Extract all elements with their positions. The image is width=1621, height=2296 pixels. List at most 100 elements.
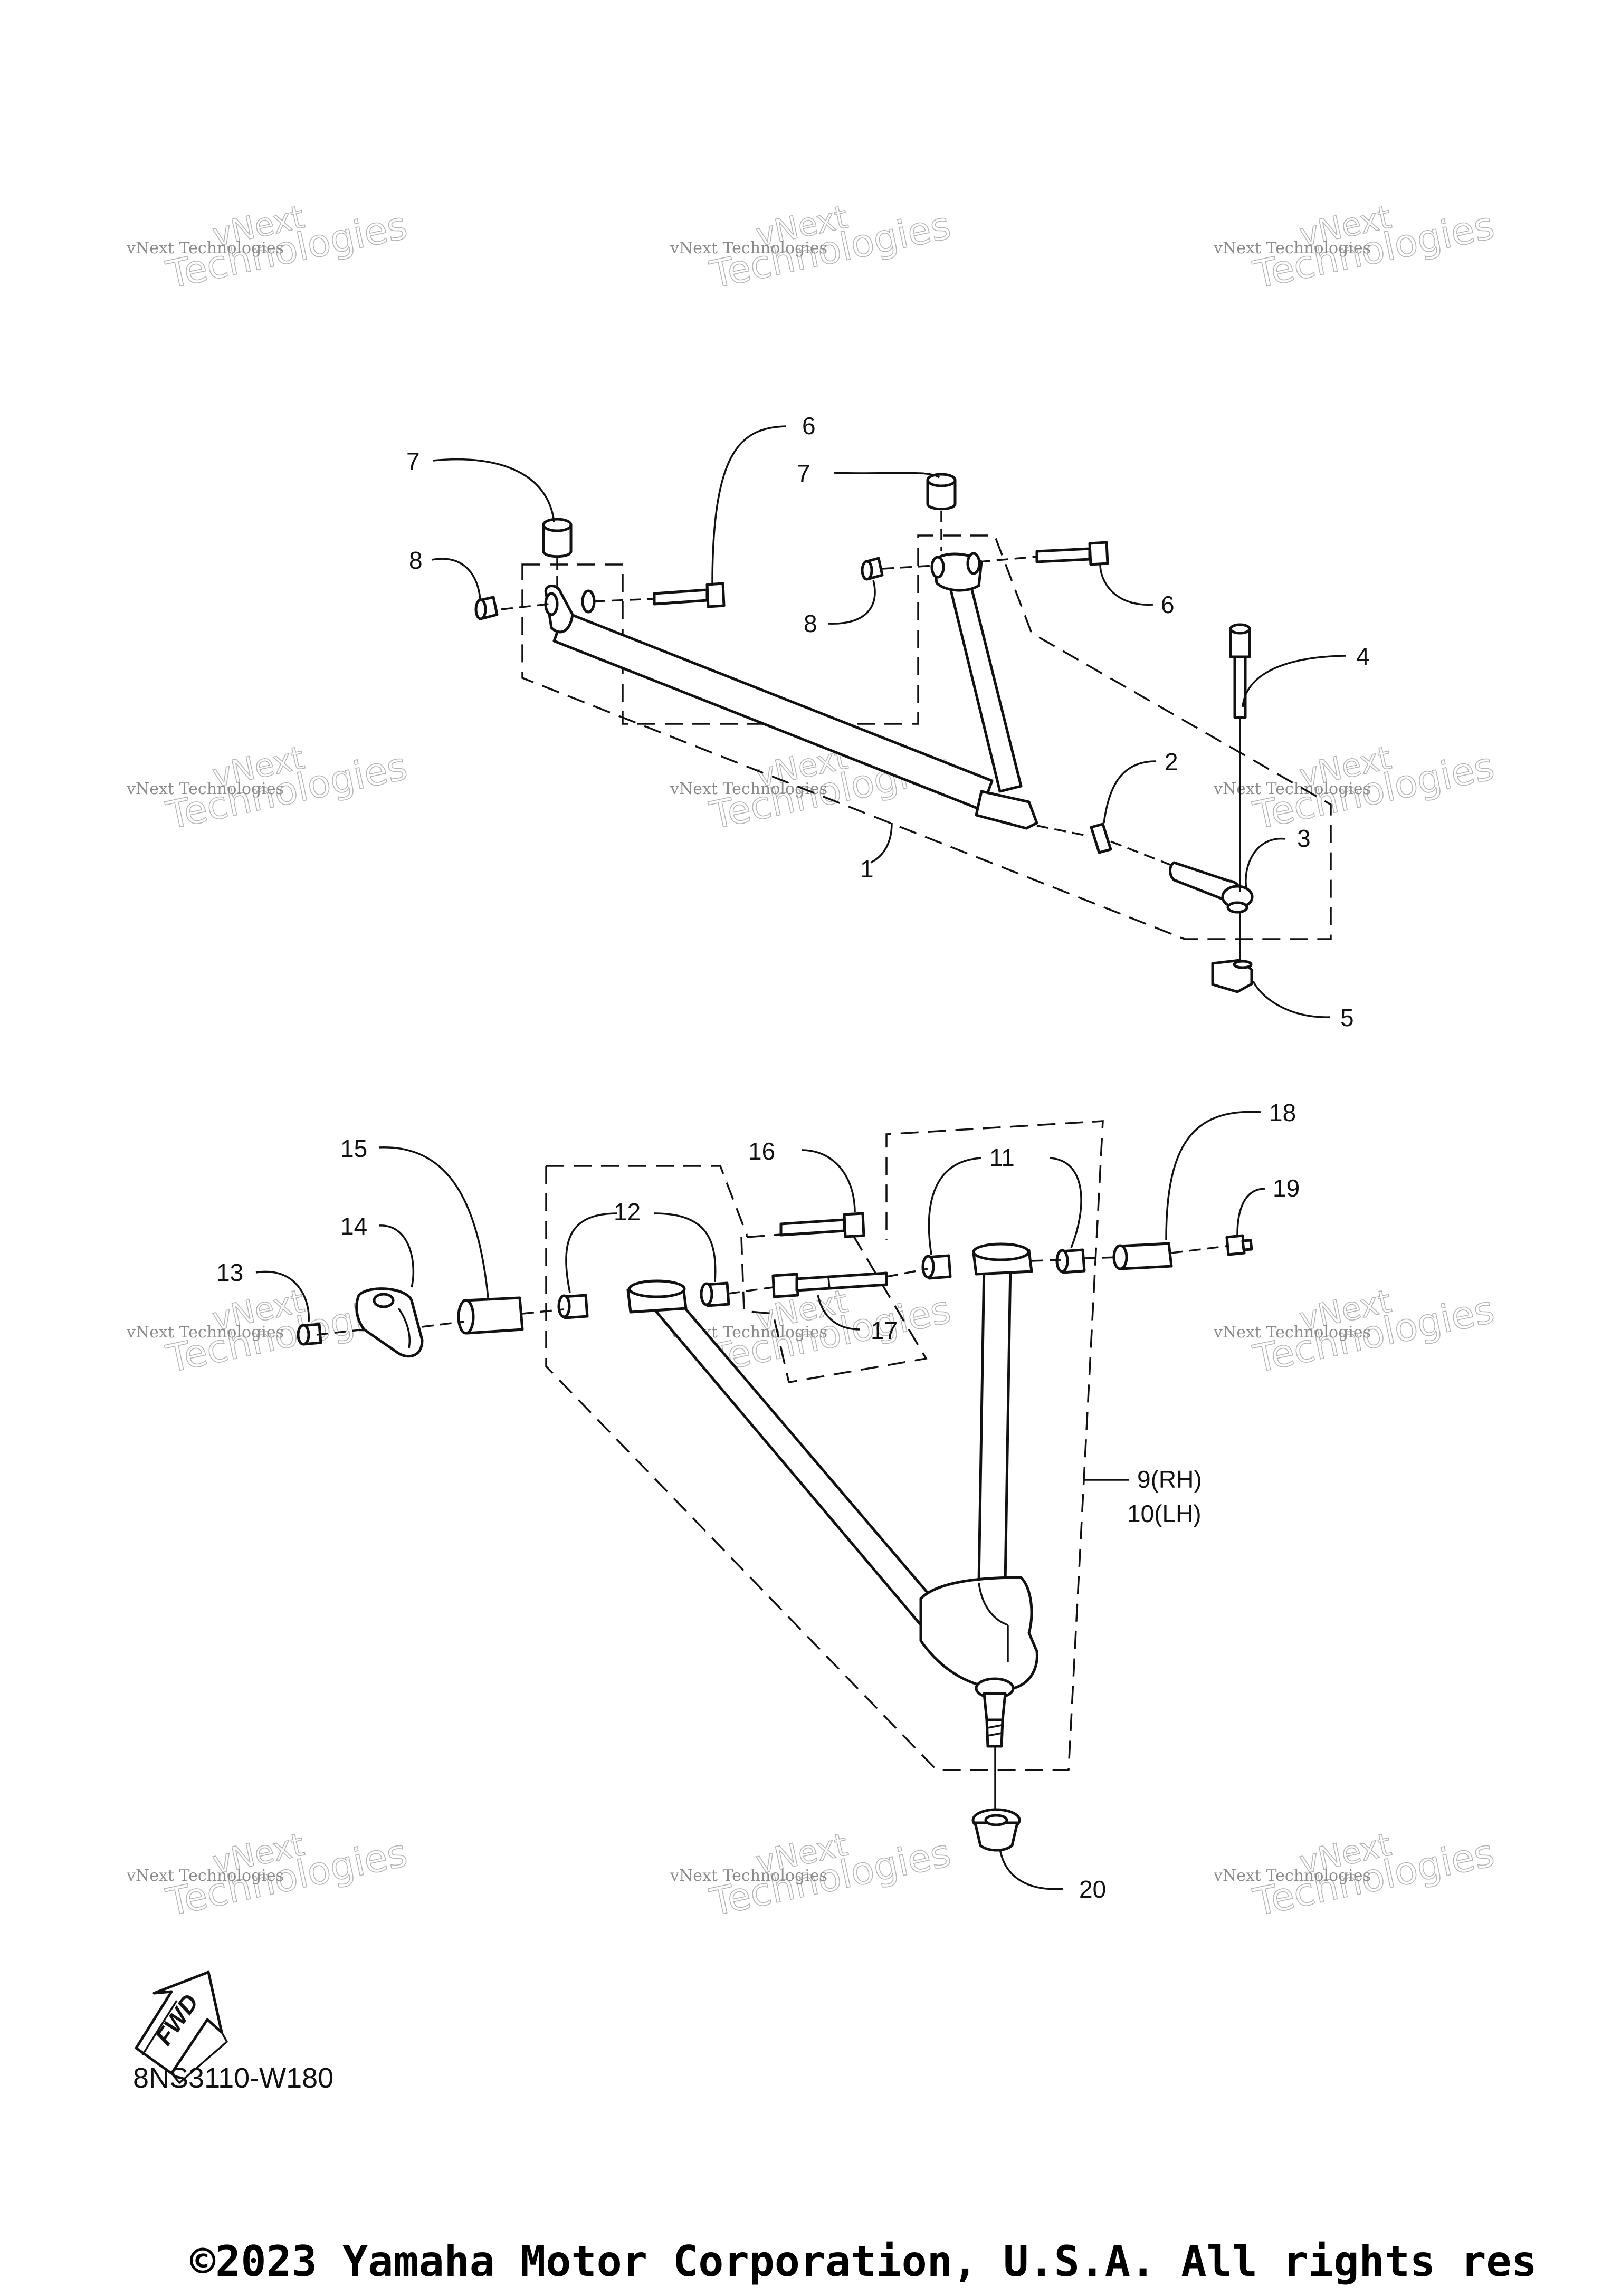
lower-arm-rear-tube (977, 1262, 1012, 1584)
copyright-footer: ©2023 Yamaha Motor Corporation, U.S.A. A… (190, 2237, 1537, 2286)
callout-11: 11 (989, 1144, 1015, 1171)
leader-7-left (432, 458, 555, 523)
axis-line (882, 565, 935, 570)
nut-13 (297, 1323, 322, 1346)
bolt-17 (771, 1271, 888, 1298)
svg-text:vNext Technologies: vNext Technologies (126, 239, 284, 257)
leader-20 (999, 1849, 1064, 1890)
svg-text:vNext Technologies: vNext Technologies (1213, 1867, 1371, 1885)
axis-line (501, 603, 549, 610)
svg-text:vNext Technologies: vNext Technologies (670, 1867, 827, 1885)
leader-17 (817, 1295, 861, 1331)
leader-19 (1236, 1188, 1266, 1235)
ball-stud (975, 1677, 1015, 1748)
dust-boot-20 (971, 1808, 1021, 1852)
axis-line (422, 1321, 465, 1328)
lower-arm-rear-pivot (972, 1242, 1033, 1276)
leader-3 (1245, 838, 1285, 889)
svg-text:vNext Technologies: vNext Technologies (126, 780, 284, 798)
lower-arm-assembly: 15 14 13 12 16 17 11 18 19 9(RH) 10(LH) … (216, 1099, 1300, 1903)
axis-line (728, 1286, 774, 1295)
upper-arm-sleeve (975, 790, 1038, 830)
callout-10: 10(LH) (1127, 1500, 1202, 1527)
ball-joint-housing (919, 1576, 1038, 1691)
leader-13 (255, 1270, 310, 1322)
watermark: Technologies vNext vNext Technologies (1213, 739, 1498, 838)
callout-1: 1 (860, 855, 874, 883)
callout-9: 9(RH) (1137, 1466, 1202, 1493)
upper-arm-assembly: 7 6 8 7 8 6 4 2 3 5 1 (406, 412, 1370, 1031)
axis-line (1084, 1256, 1119, 1259)
leader-5 (1252, 981, 1330, 1018)
watermark: Technologies vNext vNext Technologies (1213, 1283, 1498, 1382)
leader-6-right (1099, 564, 1153, 606)
collar-15 (457, 1296, 524, 1335)
svg-text:vNext Technologies: vNext Technologies (126, 1867, 284, 1885)
callout-2: 2 (1165, 748, 1178, 776)
svg-text:vNext Technologies: vNext Technologies (1213, 239, 1371, 257)
watermark: Technologies vNext vNext Technologies (1213, 198, 1498, 298)
watermark: Technologies vNext vNext Technologies (1213, 1826, 1498, 1925)
callout-20: 20 (1079, 1876, 1106, 1903)
upper-arm-short-tube (946, 573, 1023, 793)
watermark-layer: Technologies vNext vNext Technologies Te… (126, 198, 1498, 1925)
axis-line (978, 556, 1037, 563)
watermark: Technologies vNext vNext Technologies (126, 739, 411, 838)
bushing-11-right (1055, 1248, 1086, 1274)
svg-text:vNext Technologies: vNext Technologies (126, 1323, 284, 1342)
callout-12: 12 (614, 1198, 641, 1226)
leader-12 (565, 1212, 717, 1293)
rod-end-3 (1169, 861, 1254, 914)
callout-4: 4 (1356, 643, 1370, 670)
leader-18 (1165, 1111, 1262, 1240)
lower-left-group-outline (545, 1120, 1104, 1771)
watermark: Technologies vNext vNext Technologies (126, 1826, 411, 1925)
svg-text:vNext Technologies: vNext Technologies (670, 780, 827, 798)
axis-line (1031, 1259, 1062, 1262)
leader-2 (1103, 760, 1156, 824)
axis-line (1171, 1245, 1227, 1254)
callout-18: 18 (1269, 1099, 1296, 1126)
leader-4 (1242, 655, 1346, 707)
bolt-6-left (653, 582, 726, 608)
leader-8-right (828, 580, 876, 625)
leader-1 (870, 822, 893, 864)
callout-17: 17 (871, 1317, 898, 1344)
callout-3: 3 (1297, 825, 1311, 852)
callout-13: 13 (216, 1259, 243, 1286)
boot-5 (1211, 959, 1253, 993)
axis-line (522, 1308, 564, 1315)
leader-6-left (711, 425, 787, 586)
callout-14: 14 (340, 1212, 367, 1240)
bolt-16 (779, 1212, 865, 1238)
callout-7-right: 7 (797, 460, 810, 487)
lower-arm-front-pivot (626, 1279, 688, 1314)
nut-2 (1090, 822, 1112, 854)
axis-line (886, 1268, 928, 1278)
bushing-8-right (861, 557, 884, 581)
collar-7-right (926, 473, 957, 511)
bolt-4 (1229, 623, 1251, 719)
nut-19 (1225, 1234, 1253, 1256)
svg-text:vNext Technologies: vNext Technologies (1213, 780, 1371, 798)
upper-arm-left-lug (581, 589, 596, 614)
ball-joint-detail (978, 1582, 1009, 1662)
cam-plate-14 (355, 1287, 424, 1358)
collar-7-left (542, 518, 573, 558)
leader-16 (802, 1149, 856, 1213)
leader-7-right (833, 472, 940, 479)
callout-19: 19 (1273, 1174, 1300, 1202)
callout-8-left: 8 (409, 547, 423, 574)
axis-line (593, 598, 655, 602)
upper-arm-right-lug (966, 552, 981, 575)
svg-text:vNext Technologies: vNext Technologies (1213, 1323, 1371, 1342)
collar-18 (1112, 1242, 1173, 1270)
callout-16: 16 (748, 1137, 775, 1165)
upper-arm-right-lug (930, 556, 945, 579)
callout-5: 5 (1340, 1004, 1354, 1031)
callout-15: 15 (340, 1135, 367, 1162)
leader-14 (378, 1224, 415, 1288)
leader-15 (378, 1146, 489, 1298)
callout-8-right: 8 (804, 610, 817, 637)
